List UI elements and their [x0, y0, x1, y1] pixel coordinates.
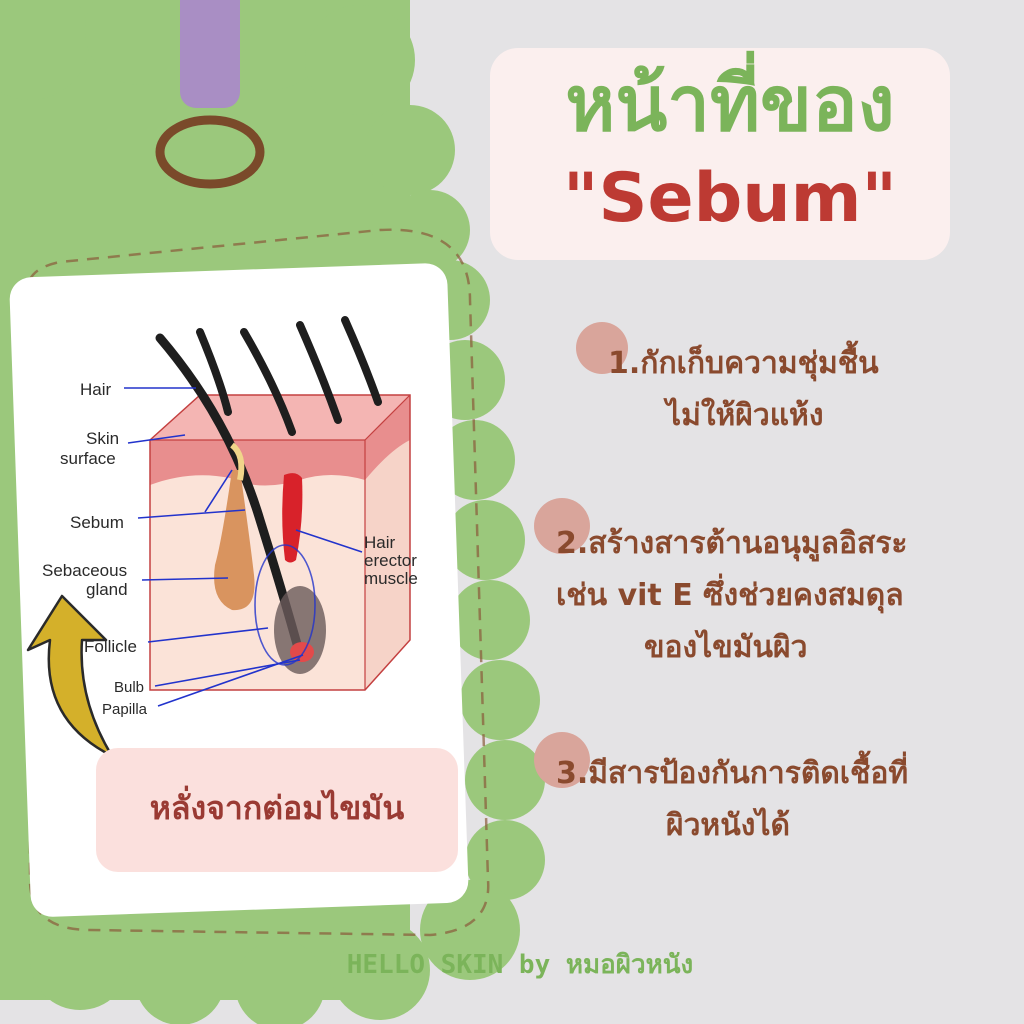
label-skin: Skin [86, 429, 119, 448]
title-line-2: "Sebum" [563, 159, 897, 238]
skin-diagram: Hair Skin surface Sebum Sebaceous gland … [42, 316, 418, 718]
label-muscle: muscle [364, 569, 418, 588]
label-hair: Hair [80, 380, 112, 399]
label-gland: gland [86, 580, 128, 599]
caption-text: หลั่งจากต่อมไขมัน [149, 789, 405, 827]
number-dot-3 [534, 732, 590, 788]
title-box [490, 48, 950, 260]
stitch-border [26, 228, 490, 937]
footer-credit: HELLO SKIN by หมอผิวหนัง [346, 950, 694, 980]
number-dot-2 [534, 498, 590, 554]
point-3: 3.มีสารป้องกันการติดเชื้อที่ ผิวหนังได้ [556, 748, 1006, 852]
point-2-number: 2. [556, 526, 589, 561]
point-3-text-2: ผิวหนังได้ [666, 808, 790, 843]
point-1-line-1: 1.กักเก็บความชุ่มชื้น [608, 338, 988, 390]
label-erector-hair: Hair [364, 533, 396, 552]
clip-icon [155, 0, 265, 189]
point-1: 1.กักเก็บความชุ่มชื้น ไม่ให้ผิวแห้ง [608, 338, 988, 442]
label-bulb: Bulb [114, 679, 144, 696]
label-erector: erector [364, 551, 417, 570]
point-3-number: 3. [556, 756, 589, 791]
label-papilla: Papilla [102, 701, 148, 718]
point-3-line-1: 3.มีสารป้องกันการติดเชื้อที่ [556, 748, 1006, 800]
point-1-text-1: กักเก็บความชุ่มชื้น [640, 346, 879, 381]
curved-arrow-icon [26, 594, 114, 758]
point-1-number: 1. [608, 346, 641, 381]
point-2-line-1: 2.สร้างสารต้านอนุมูลอิสระ [556, 518, 1006, 570]
title-line-1: หน้าที่ของ [565, 59, 895, 148]
number-dot-1 [576, 322, 628, 374]
point-2: 2.สร้างสารต้านอนุมูลอิสระ เช่น vit E ซึ่… [556, 518, 1006, 674]
caption-box [96, 748, 458, 872]
point-3-text-1: มีสารป้องกันการติดเชื้อที่ [588, 756, 909, 791]
label-follicle: Follicle [84, 637, 137, 656]
point-2-text-1: สร้างสารต้านอนุมูลอิสระ [588, 526, 908, 561]
point-2-text-2: เช่น vit E ซึ่งช่วยคงสมดุล [556, 578, 904, 613]
label-sebum: Sebum [70, 513, 124, 532]
point-1-text-2: ไม่ให้ผิวแห้ง [666, 398, 824, 433]
label-sebaceous: Sebaceous [42, 561, 127, 580]
label-surface: surface [60, 449, 116, 468]
point-2-text-3: ของไขมันผิว [644, 630, 808, 665]
